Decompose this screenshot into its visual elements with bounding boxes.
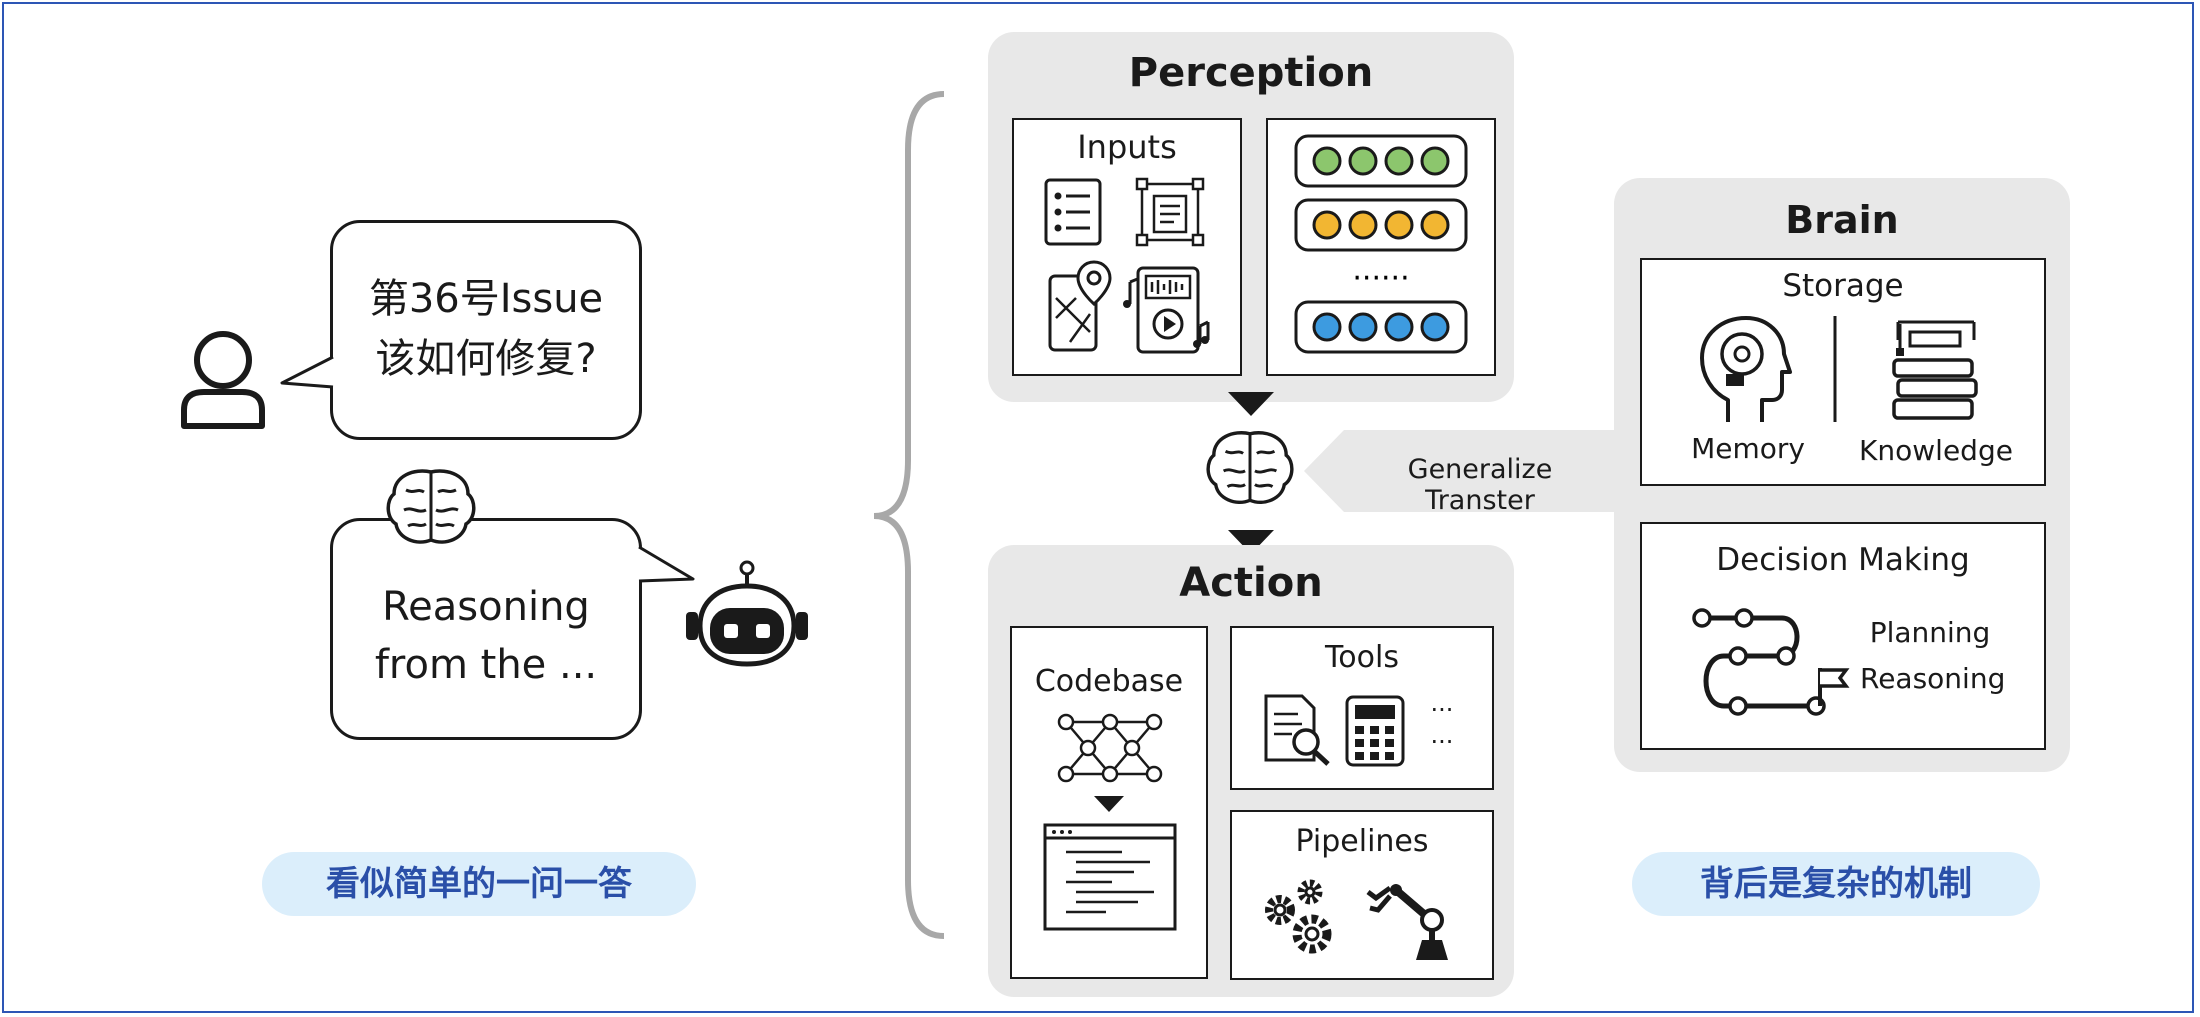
vector-dot <box>1348 312 1378 342</box>
vector-dot <box>1348 146 1378 176</box>
map-phone-icon <box>1048 260 1112 352</box>
question-line-2: 该如何修复? <box>375 336 597 382</box>
embedding-vectors: ······ <box>1294 134 1468 354</box>
pipelines-box <box>1230 810 1494 980</box>
robot-icon <box>686 560 808 667</box>
reply-bubble-tail <box>638 545 695 583</box>
question-bubble-tail <box>280 355 334 389</box>
brain-icon <box>386 469 476 544</box>
planning-label: Planning <box>1869 616 1991 649</box>
reply-bubble: Reasoning from the ... <box>330 518 642 740</box>
vector-dot <box>1384 312 1414 342</box>
memory-divider <box>1833 316 1837 422</box>
memory-head-icon <box>1700 316 1792 422</box>
decision-box <box>1640 522 2046 750</box>
audio-video-icon <box>1123 266 1210 354</box>
vector-dot <box>1312 312 1342 342</box>
embedding-ellipsis: ······ <box>1352 261 1409 296</box>
decision-label: Decision Making <box>1716 542 1970 578</box>
tools-more-2: ··· <box>1430 728 1454 756</box>
vector-dot <box>1312 210 1342 240</box>
memory-label: Memory <box>1691 432 1805 465</box>
inputs-label: Inputs <box>1077 128 1177 166</box>
vector-dot <box>1384 210 1414 240</box>
tools-label: Tools <box>1325 640 1399 675</box>
reasoning-label: Reasoning <box>1860 662 2006 695</box>
tools-more-1: ··· <box>1430 696 1454 724</box>
reply-line-1: Reasoning <box>382 584 590 630</box>
vector-row <box>1294 134 1468 188</box>
knowledge-books-icon <box>1892 320 1978 420</box>
calculator-icon <box>1345 695 1405 767</box>
vector-dot <box>1420 146 1450 176</box>
code-window-icon <box>1043 823 1177 931</box>
image-text-icon <box>1135 177 1205 247</box>
reply-line-2: from the ... <box>374 642 598 688</box>
down-arrow-top <box>1228 392 1274 416</box>
pipelines-label: Pipelines <box>1295 824 1429 859</box>
vector-row <box>1294 198 1468 252</box>
vector-dot <box>1348 210 1378 240</box>
vector-dot <box>1420 312 1450 342</box>
curly-brace <box>873 91 945 939</box>
search-document-icon <box>1264 694 1330 766</box>
transfer-label: Generalize Transter <box>1407 454 1553 516</box>
transfer-arrow <box>1304 430 1620 512</box>
gears-icon <box>1265 879 1332 954</box>
action-title: Action <box>1179 560 1323 606</box>
codebase-label: Codebase <box>1034 664 1184 699</box>
right-caption: 背后是复杂的机制 <box>1632 852 2040 916</box>
codebase-arrow <box>1094 796 1124 812</box>
planning-path-icon <box>1692 608 1850 716</box>
neural-network-icon <box>1057 713 1163 783</box>
down-arrow-bottom <box>1228 530 1274 554</box>
vector-row <box>1294 300 1468 354</box>
vector-dot <box>1312 146 1342 176</box>
question-bubble: 第36号Issue 该如何修复? <box>330 220 642 440</box>
user-icon <box>181 331 265 429</box>
perception-title: Perception <box>1128 50 1374 96</box>
brain-icon-center <box>1206 431 1294 504</box>
storage-label: Storage <box>1782 268 1904 304</box>
vector-dot <box>1384 146 1414 176</box>
brain-title: Brain <box>1785 198 1899 242</box>
document-list-icon <box>1044 178 1102 246</box>
left-caption: 看似简单的一问一答 <box>262 852 696 916</box>
robot-arm-icon <box>1366 884 1448 960</box>
question-line-1: 第36号Issue <box>368 276 604 322</box>
vector-dot <box>1420 210 1450 240</box>
knowledge-label: Knowledge <box>1859 434 2013 467</box>
